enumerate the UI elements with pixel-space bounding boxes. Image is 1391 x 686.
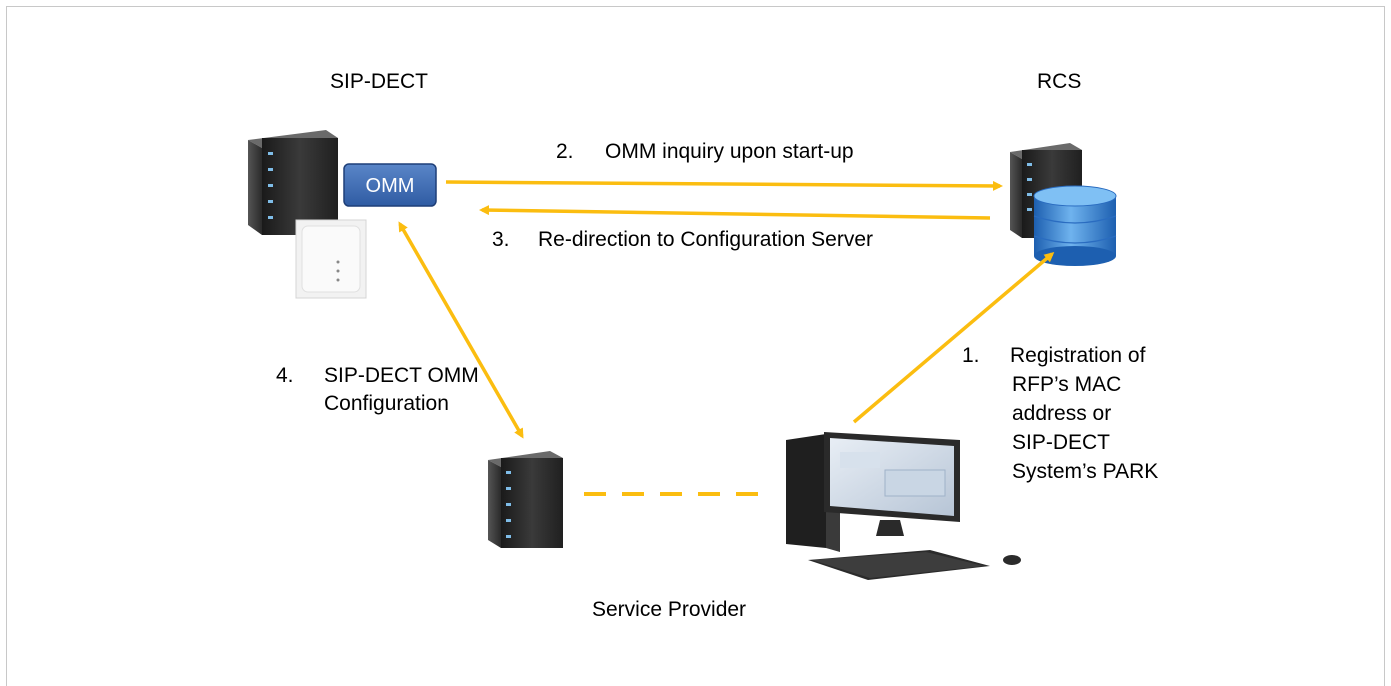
arrow-step3 — [479, 205, 991, 220]
sip-dect-title: SIP-DECT — [330, 70, 429, 93]
service-provider-title: Service Provider — [592, 598, 747, 621]
step1-line2: RFP’s MAC — [1012, 373, 1122, 396]
step1-number: 1. — [962, 344, 980, 367]
step1-line5: System’s PARK — [1012, 460, 1159, 483]
step4-line2: Configuration — [324, 392, 449, 415]
database-icon — [1033, 185, 1117, 266]
step3-number: 3. — [492, 228, 510, 251]
step4-number: 4. — [276, 364, 294, 387]
arrow-step4 — [398, 221, 524, 439]
diagram-frame — [6, 6, 1385, 686]
rcs-title: RCS — [1037, 70, 1082, 93]
step1-line4: SIP-DECT — [1012, 431, 1111, 454]
service-provider-server-icon — [488, 451, 563, 548]
arrow-step2 — [445, 180, 1003, 191]
step1-line3: address or — [1012, 402, 1112, 425]
step2-text: OMM inquiry upon start-up — [605, 140, 854, 163]
omm-label: OMM — [366, 175, 415, 197]
step1-line1: Registration of — [1010, 344, 1146, 367]
desktop-computer-icon — [786, 432, 1021, 580]
sip-dect-server-icon — [248, 130, 338, 235]
step2-number: 2. — [556, 140, 574, 163]
omm-box: OMM — [343, 163, 437, 207]
arrow-step1 — [852, 252, 1055, 424]
step3-text: Re-direction to Configuration Server — [538, 228, 873, 251]
step4-line1: SIP-DECT OMM — [324, 364, 479, 387]
access-point-icon — [295, 219, 367, 299]
